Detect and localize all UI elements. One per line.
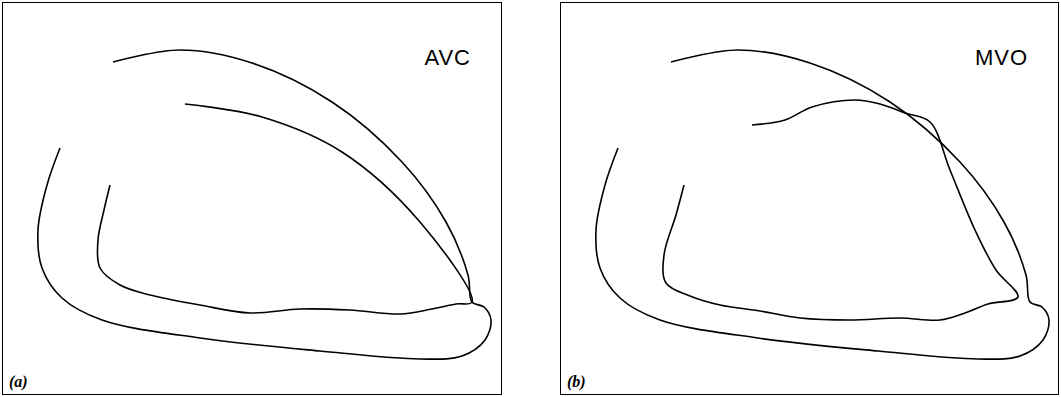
phase-label: AVC	[424, 47, 471, 69]
panel-letter: (b)	[567, 374, 586, 390]
ventricle-contour	[663, 100, 1018, 320]
ventricle-contour	[38, 50, 491, 359]
phase-label: MVO	[975, 47, 1028, 69]
ventricle-contour	[97, 104, 472, 314]
figure-panel: MVO (b)	[560, 2, 1059, 395]
figure-panel: AVC (a)	[2, 2, 502, 395]
panel-letter: (a)	[9, 374, 28, 390]
ventricle-contour	[596, 50, 1049, 359]
